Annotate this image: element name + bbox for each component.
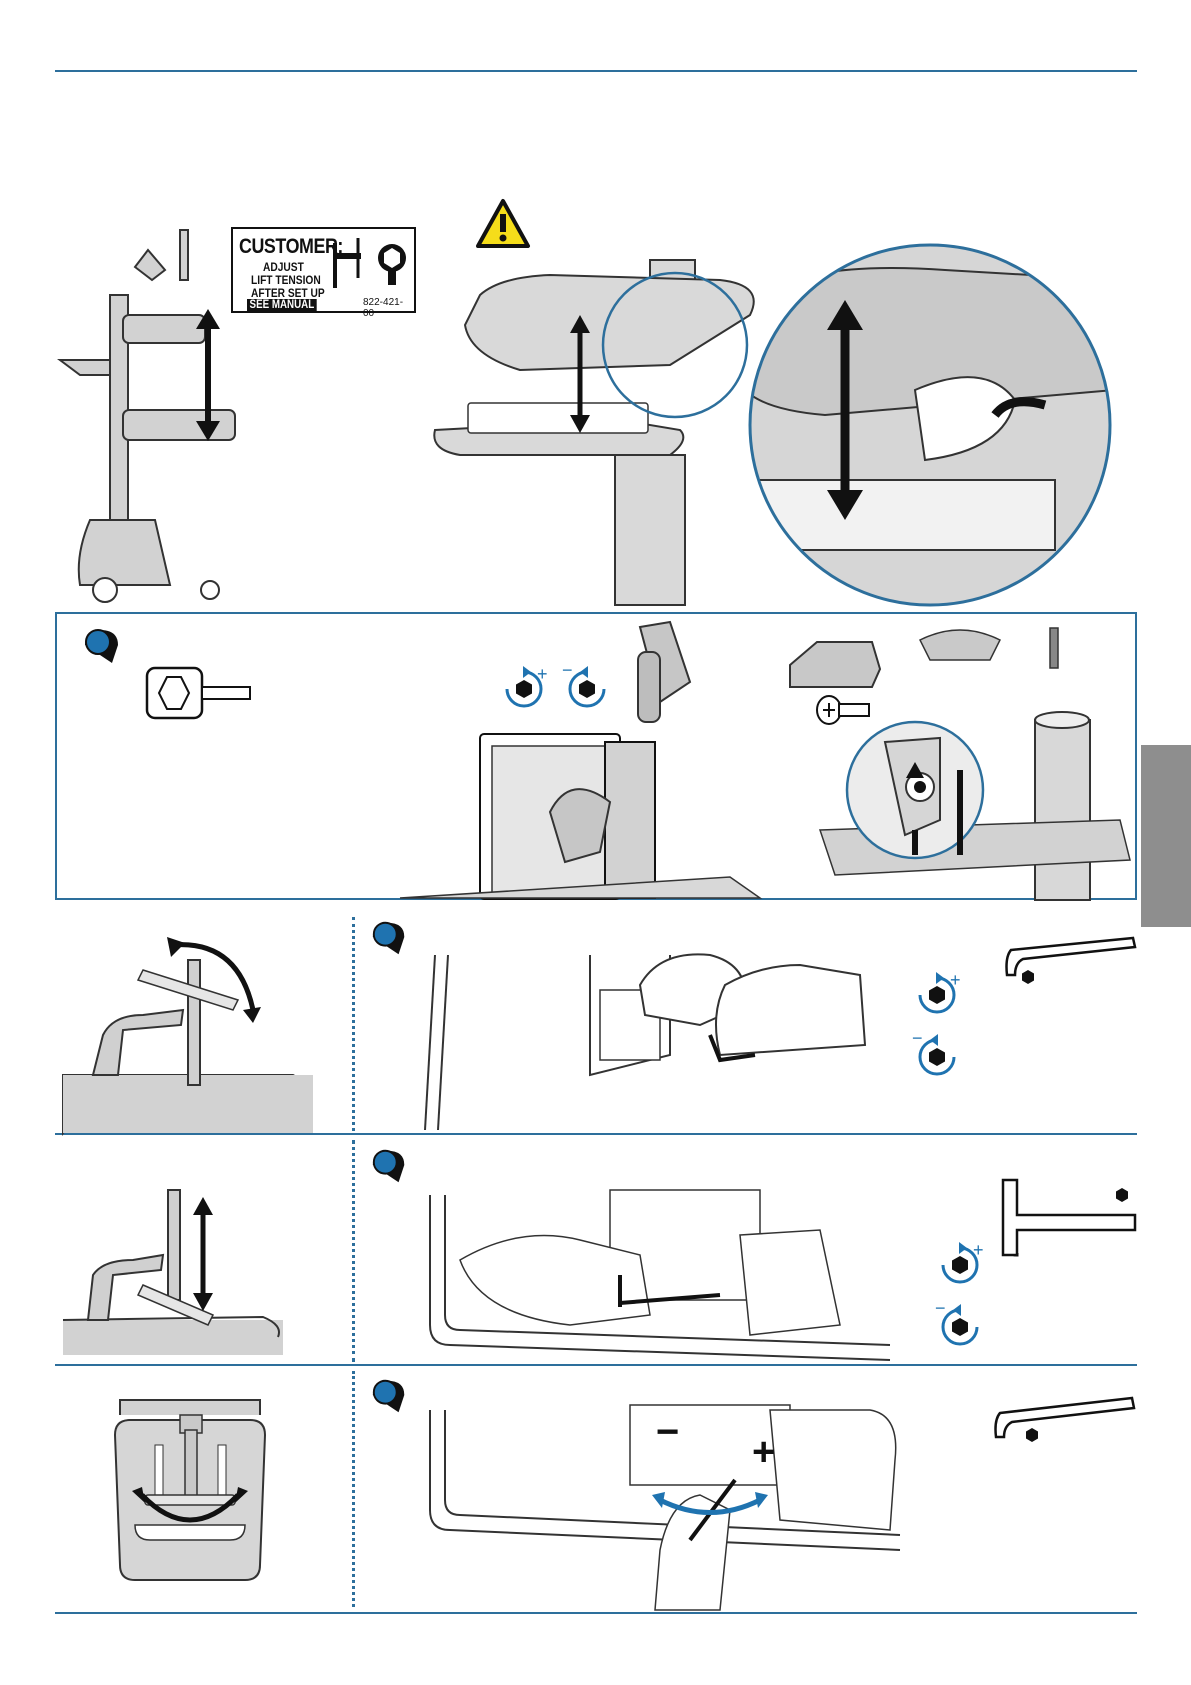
lift-diagram-icon	[328, 233, 368, 293]
worksurface-illustration	[420, 255, 760, 610]
tool-icon-step-height	[368, 1146, 412, 1186]
swivel-plus-sign: +	[752, 1430, 775, 1475]
dotted-divider-3	[352, 1371, 355, 1607]
top-rule	[55, 70, 1137, 72]
tool-icon-step-tilt	[368, 918, 412, 958]
customer-label-see-manual: SEE MANUAL	[247, 299, 317, 312]
cart-illustration	[60, 225, 240, 610]
swivel-illustration	[110, 1395, 270, 1585]
hex-key-icon-2	[990, 1395, 1140, 1450]
swivel-minus-sign: −	[656, 1410, 679, 1455]
svg-text:−: −	[935, 1298, 946, 1318]
tilt-illustration	[63, 925, 323, 1133]
customer-label-part-number: 822-421-00	[363, 297, 414, 319]
tilt-tension-illustration	[420, 945, 900, 1130]
socket-bit-illustration	[145, 663, 255, 723]
customer-label: CUSTOMER: ADJUST LIFT TENSION AFTER SET …	[231, 227, 416, 313]
rotate-clockwise-plus-icon-2: +	[910, 968, 964, 1022]
tool-icon-step-swivel	[368, 1376, 412, 1416]
t-handle-hex-key-icon	[995, 1175, 1140, 1260]
dotted-divider-2	[352, 1140, 355, 1362]
hex-wrench-label-icon	[375, 241, 409, 287]
column-screw-illustration	[820, 620, 1135, 900]
svg-text:+: +	[973, 1240, 984, 1260]
warning-triangle-icon	[475, 198, 531, 250]
height-tension-illustration	[420, 1185, 920, 1360]
rotate-counterclockwise-minus-icon-3: −	[933, 1300, 987, 1354]
side-tab	[1141, 745, 1191, 927]
rotate-counterclockwise-minus-icon-2: −	[910, 1030, 964, 1084]
svg-text:+: +	[950, 970, 961, 990]
dotted-divider-1	[352, 917, 355, 1131]
section-divider-2	[55, 1364, 1137, 1366]
svg-text:−: −	[912, 1028, 923, 1048]
bottom-rule	[55, 1612, 1137, 1614]
section-divider-1	[55, 1133, 1137, 1135]
hex-socket-tool-icon	[80, 625, 126, 667]
height-illustration	[63, 1175, 293, 1355]
zoom-detail-illustration	[745, 240, 1115, 610]
hex-key-icon	[1003, 935, 1139, 990]
rotate-clockwise-plus-icon-3: +	[933, 1238, 987, 1292]
monitor-mounting-illustration	[400, 622, 790, 898]
